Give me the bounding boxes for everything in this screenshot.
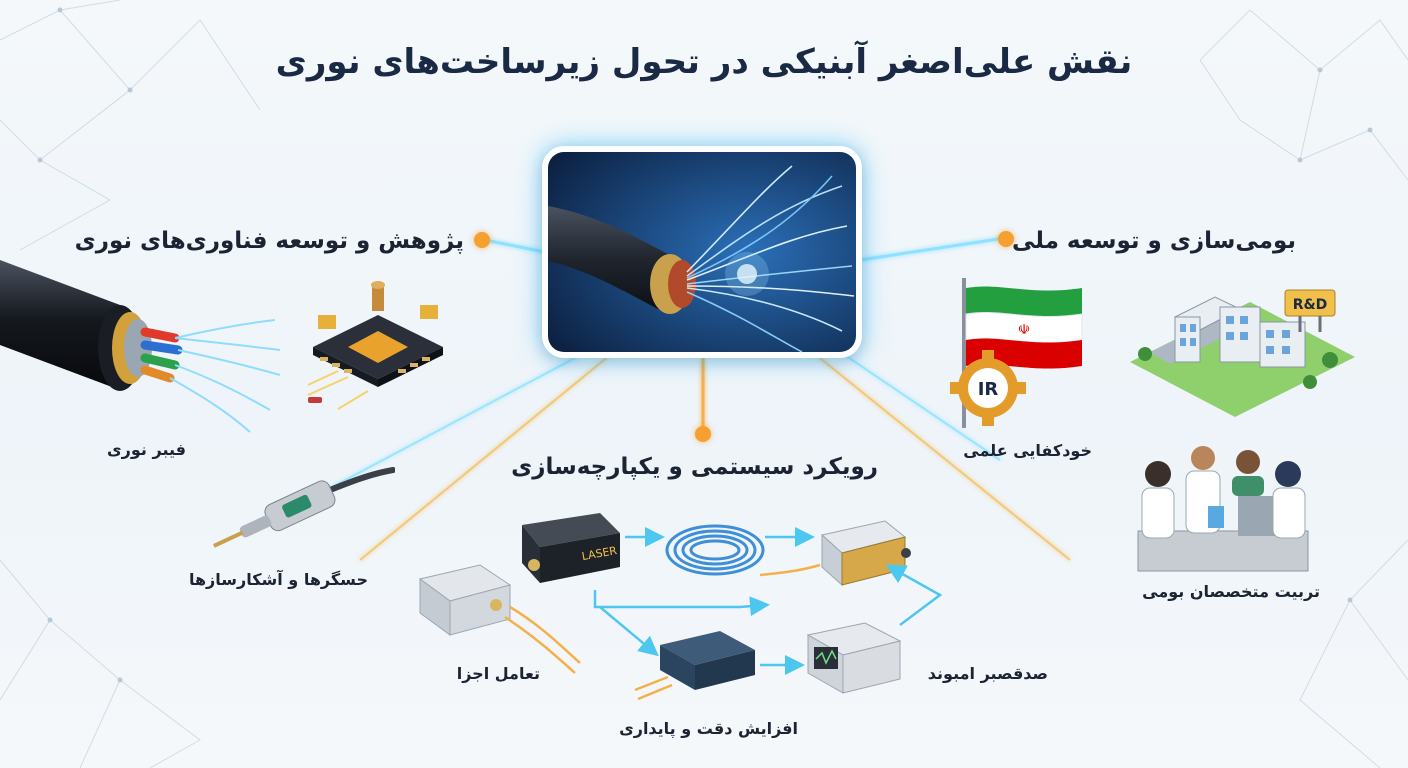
branch-systems-label: رویکرد سیستمی و یکپارچه‌سازی — [511, 454, 878, 480]
branch-localization-label: بومی‌سازی و توسعه ملی — [1012, 228, 1296, 254]
laser-device-text: LASER — [581, 544, 619, 563]
optical-fiber-label: فیبر نوری — [107, 440, 186, 459]
branch-research-label: پژوهش و توسعه فناوری‌های نوری — [74, 228, 464, 254]
specialists-label: تربیت متخصصان بومی — [1142, 582, 1320, 601]
sensor-probe-illustration — [213, 467, 395, 548]
page-title: نقش علی‌اصغر آبنیکی در تحول زیرساخت‌های … — [275, 42, 1133, 82]
central-fiber-image — [542, 146, 862, 358]
systems-node-dot — [695, 426, 711, 442]
photonic-chip-illustration — [307, 281, 443, 410]
self-sufficiency-label: خودکفایی علمی — [963, 441, 1092, 460]
localization-node-dot — [998, 231, 1014, 247]
laser-device: LASER — [522, 513, 620, 583]
measurement-instrument — [806, 622, 902, 694]
specialists-illustration — [1137, 446, 1309, 572]
fiber-cable-illustration — [0, 260, 281, 433]
rd-campus-illustration: R&D — [1130, 289, 1355, 417]
iran-flag-illustration: ☫ IR — [950, 278, 1083, 428]
detector-device — [820, 520, 911, 587]
rd-sign-text: R&D — [1293, 297, 1328, 313]
truthfulness-label: صدقصبر امبوند — [927, 664, 1048, 683]
fiber-coil — [665, 524, 765, 576]
network-hub — [660, 631, 755, 690]
svg-text:☫: ☫ — [1018, 322, 1031, 338]
sensors-label: حسگرها و آشکارسازها — [188, 570, 368, 589]
component-interaction-label: تعامل اجزا — [456, 664, 540, 683]
research-node-dot — [474, 232, 490, 248]
precision-label: افزایش دقت و پایداری — [619, 719, 798, 738]
signal-module — [418, 564, 512, 636]
ir-gear-text: IR — [978, 379, 999, 400]
system-integration-diagram: LASER — [418, 513, 943, 701]
